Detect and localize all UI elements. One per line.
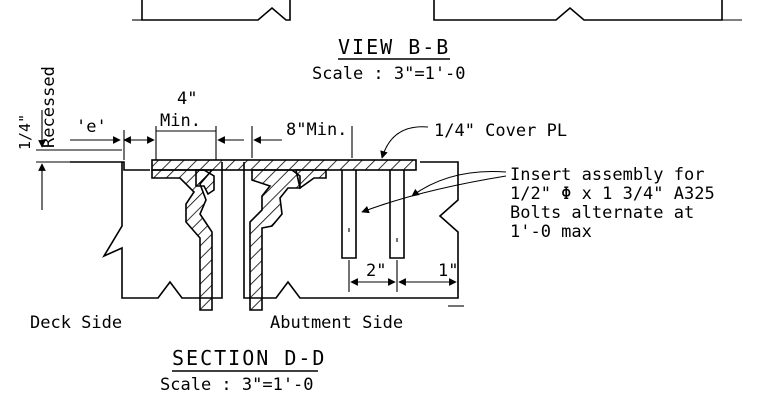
- insert-line-4: 1'-0 max: [510, 222, 592, 242]
- section-dd-scale: Scale : 3"=1'-0: [160, 375, 314, 395]
- deck-seal-extrusion: [151, 169, 214, 311]
- abutment-side-label: Abutment Side: [270, 313, 403, 333]
- insert-line-1: Insert assembly for: [510, 165, 704, 185]
- insert-callout-text: Insert assembly for 1/2" Φ x 1 3/4" A325…: [510, 165, 715, 242]
- recessed-label: Recessed: [39, 66, 59, 148]
- bolt-spacing-dimensions: 2" 1": [348, 260, 459, 292]
- view-bb-title: VIEW B-B: [338, 35, 450, 59]
- view-bb-scale: Scale : 3"=1'-0: [312, 64, 466, 84]
- insert-line-3: Bolts alternate at: [510, 203, 694, 223]
- e-dimension: 'e': [70, 117, 152, 160]
- four-inch-min-dimension: 4" Min.: [128, 89, 244, 160]
- recess-value: 1/4": [16, 114, 34, 150]
- two-inch-label: 2": [366, 261, 386, 281]
- cover-plate: [151, 159, 417, 171]
- view-bb-remnant: [132, 0, 742, 21]
- eight-inch-min-dimension: 8"Min.: [251, 120, 353, 158]
- cover-plate-callout: 1/4" Cover PL: [380, 121, 567, 159]
- insert-callout-leaders: [361, 170, 507, 214]
- deck-side-label: Deck Side: [30, 313, 122, 333]
- abutment-seal-jaw: [295, 169, 327, 190]
- section-dd-title: SECTION D-D: [172, 346, 326, 370]
- cover-plate-label: 1/4" Cover PL: [434, 121, 567, 141]
- deck-seal-jaw: [195, 169, 215, 196]
- four-inch-min-label: Min.: [160, 111, 201, 131]
- four-inch-label: 4": [177, 89, 197, 109]
- e-label: 'e': [76, 117, 107, 137]
- eight-min-label: 8"Min.: [286, 120, 347, 140]
- insert-bolt-right: [389, 170, 405, 259]
- recess-dimension: Recessed 1/4": [16, 66, 122, 210]
- one-inch-label: 1": [438, 261, 458, 281]
- abutment-side-body: [243, 161, 464, 307]
- insert-line-2: 1/2" Φ x 1 3/4" A325: [510, 184, 715, 204]
- insert-bolt-left: [341, 170, 357, 259]
